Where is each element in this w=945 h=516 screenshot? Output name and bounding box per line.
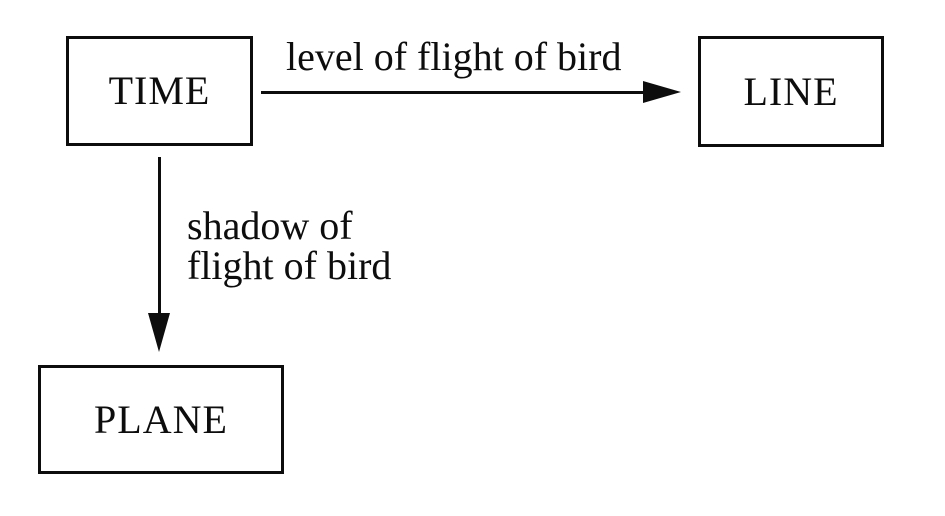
edge-label-time-to-plane-line1: shadow of (187, 203, 353, 248)
edge-label-time-to-plane: shadow of flight of bird (187, 206, 391, 286)
node-plane: PLANE (38, 365, 284, 474)
arrow-time-to-line-head-icon (643, 81, 681, 103)
arrow-time-to-plane-shaft (158, 157, 161, 316)
arrow-time-to-line-shaft (261, 91, 646, 94)
node-line: LINE (698, 36, 884, 147)
node-line-label: LINE (743, 68, 839, 114)
edge-label-time-to-line: level of flight of bird (286, 34, 622, 79)
edge-label-time-to-plane-line2: flight of bird (187, 243, 392, 288)
node-time-label: TIME (108, 68, 211, 113)
node-plane-label: PLANE (94, 396, 228, 442)
node-time: TIME (66, 36, 253, 146)
arrow-time-to-plane-head-icon (148, 313, 170, 352)
